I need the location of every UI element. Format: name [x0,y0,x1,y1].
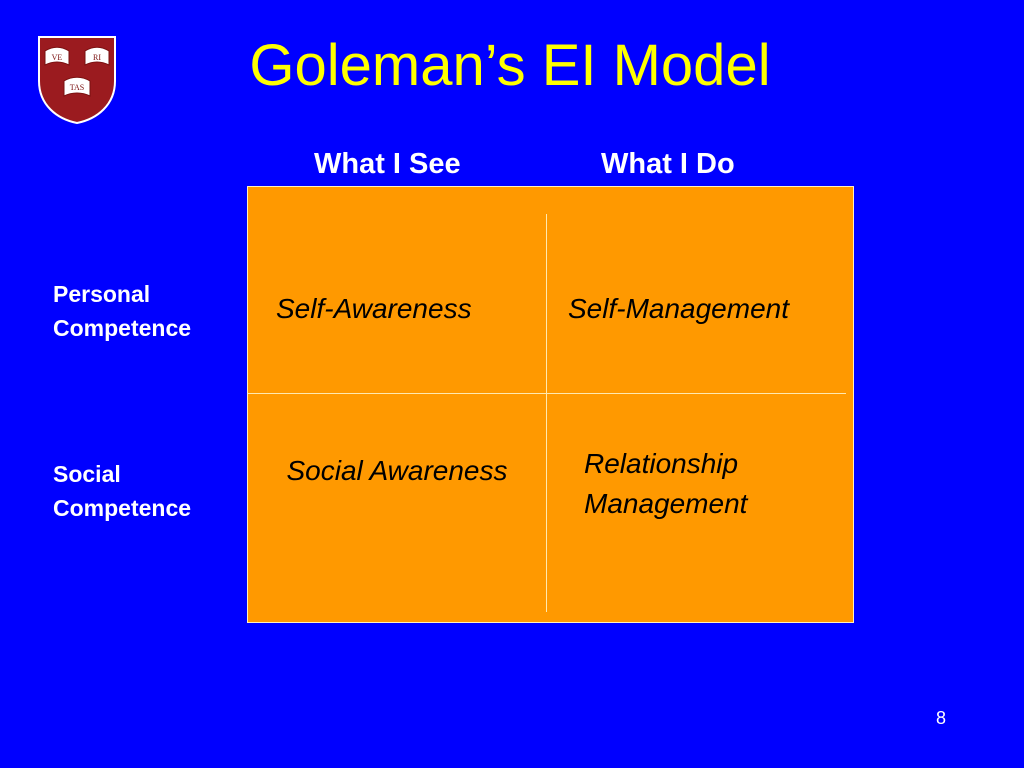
slide-title: Goleman’s EI Model [249,33,771,98]
cell-social-awareness: Social Awareness [286,455,508,486]
page-number: 8 [935,708,946,728]
ei-model-matrix: Self-Awareness Self-Management Social Aw… [247,186,854,623]
cell-relationship-management: Relationship Management [584,448,748,519]
harvard-shield-icon: VE RI TAS [38,36,116,125]
logo-text-ri: RI [93,53,101,62]
logo-text-ve: VE [52,53,63,62]
row-header-social-competence: Social Competence [53,461,192,521]
matrix-vertical-divider [546,214,547,612]
row-header-personal-competence: Personal Competence [53,281,192,341]
cell-self-awareness: Self-Awareness [276,293,472,324]
cell-self-management: Self-Management [568,293,790,324]
logo-text-tas: TAS [70,83,84,92]
matrix-horizontal-divider [248,393,846,394]
column-header-what-i-do: What I Do [601,148,735,180]
column-header-what-i-see: What I See [314,148,461,180]
harvard-shield-logo: VE RI TAS [35,33,119,125]
